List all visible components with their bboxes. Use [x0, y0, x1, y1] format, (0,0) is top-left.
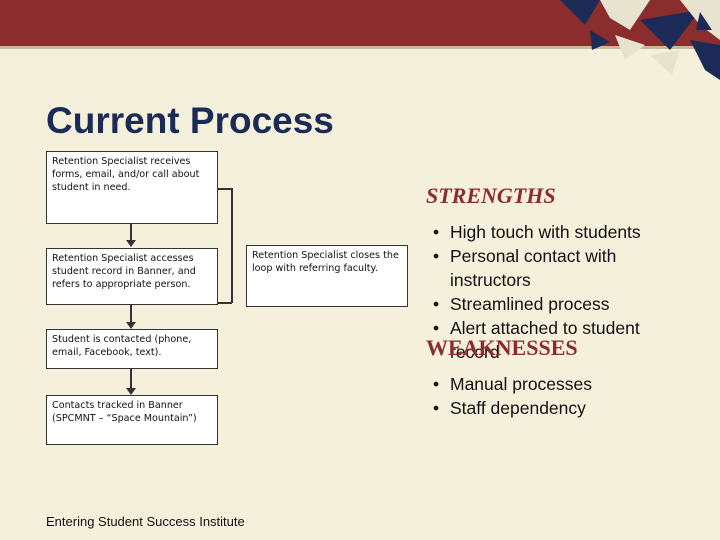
strengths-heading: STRENGTHS — [426, 183, 556, 208]
strength-item: Alert attached to student record — [430, 316, 675, 364]
weakness-item: Staff dependency — [430, 396, 675, 420]
weakness-item: Manual processes — [430, 372, 675, 396]
strengths-list: High touch with students Personal contac… — [430, 220, 675, 364]
weaknesses-list: Manual processes Staff dependency — [430, 372, 675, 420]
flow-step-contact-student: Student is contacted (phone, email, Face… — [46, 329, 218, 369]
flow-step-close-loop: Retention Specialist closes the loop wit… — [246, 245, 408, 307]
banner-rule — [0, 46, 720, 49]
strength-item: Streamlined process — [430, 292, 675, 316]
flow-step-receive: Retention Specialist receives forms, ema… — [46, 151, 218, 224]
stars-decoration-icon — [560, 0, 720, 80]
page-title: Current Process — [46, 100, 334, 141]
connector-bottom — [218, 302, 232, 304]
connector-vertical — [231, 188, 233, 303]
weaknesses-heading: WEAKNESSES — [426, 335, 578, 360]
footer-text: Entering Student Success Institute — [46, 514, 245, 529]
flow-arrow-1 — [126, 224, 136, 247]
flow-step-track-contacts: Contacts tracked in Banner (SPCMNT – “Sp… — [46, 395, 218, 445]
flow-step-access-record: Retention Specialist accesses student re… — [46, 248, 218, 305]
strength-item: Personal contact with instructors — [430, 244, 675, 292]
flow-arrow-2 — [126, 305, 136, 329]
connector-top — [218, 188, 232, 190]
strength-item: High touch with students — [430, 220, 675, 244]
flow-arrow-3 — [126, 369, 136, 395]
